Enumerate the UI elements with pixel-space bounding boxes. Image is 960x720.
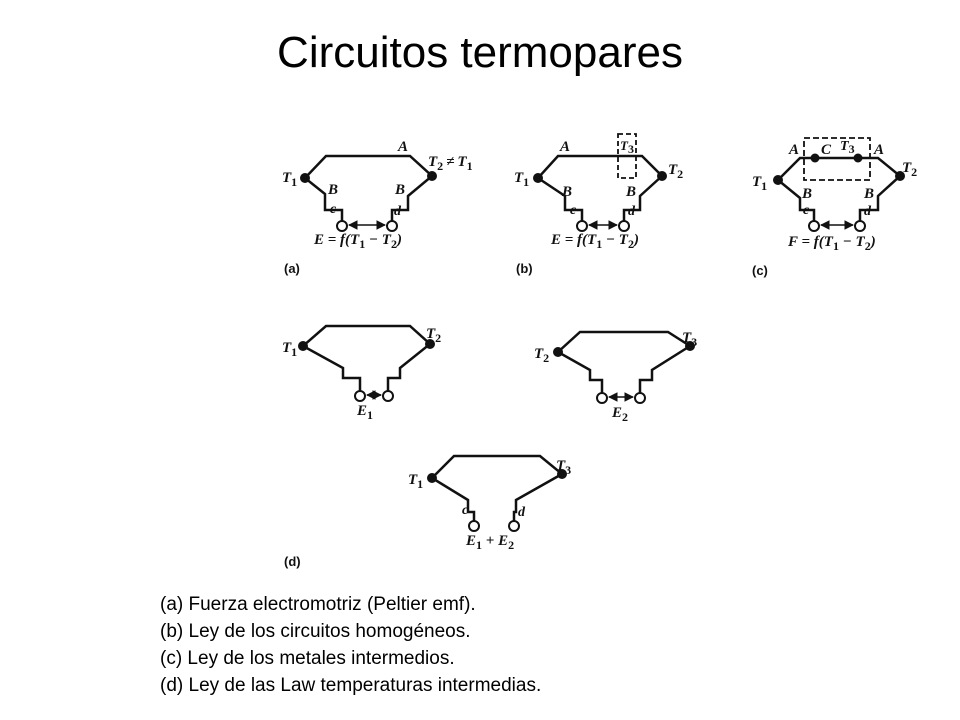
label-a-right-leg: B — [394, 182, 405, 198]
terminal-d2-left — [596, 392, 608, 404]
label-d3-emf: E1 + E2 — [465, 533, 514, 552]
junction-a-t1 — [300, 173, 310, 183]
circuit-c — [776, 156, 902, 230]
terminal-b-d — [618, 220, 630, 232]
label-c-emf: F = f(T1 − T2) — [787, 234, 876, 253]
terminal-c-d — [854, 220, 866, 232]
label-b-t1: T1 — [514, 170, 529, 189]
label-d2-t2: T2 — [534, 346, 549, 365]
label-d3-t3: T3 — [556, 458, 571, 477]
label-d2-emf: E2 — [611, 405, 628, 424]
label-b-emf: E = f(T1 − T2) — [550, 232, 639, 251]
label-b-left-leg: B — [561, 184, 572, 200]
terminal-c-c — [808, 220, 820, 232]
slide-title: Circuitos termopares — [277, 28, 683, 77]
circuit-a — [303, 154, 434, 230]
intermediate-metal-box-c — [803, 137, 871, 181]
label-c-left-leg: B — [801, 186, 812, 202]
label-c-right-leg: B — [863, 186, 874, 202]
circuit-d2 — [555, 330, 693, 402]
junction-b-t1 — [533, 173, 543, 183]
label-b-wire-top: A — [559, 139, 570, 155]
junction-c-t1 — [773, 175, 783, 185]
terminal-a-d — [386, 220, 398, 232]
label-c-wire-right: A — [873, 142, 884, 158]
panel-label-a: (a) — [284, 261, 300, 276]
junction-c-t3-left — [810, 153, 820, 163]
label-b-right-leg: B — [625, 184, 636, 200]
junction-d1-t2 — [425, 339, 435, 349]
label-c-wire-left: A — [788, 142, 799, 158]
label-d3-t1: T1 — [408, 472, 423, 491]
label-c-lead-c: c — [803, 203, 810, 218]
junction-d2-t3 — [685, 341, 695, 351]
terminal-d2-right — [634, 392, 646, 404]
junction-d1-t1 — [298, 341, 308, 351]
label-c-lead-d: d — [864, 204, 872, 219]
terminal-d1-left — [354, 390, 366, 402]
panel-label-b: (b) — [516, 261, 533, 276]
junction-a-t2 — [427, 171, 437, 181]
circuit-d1 — [300, 324, 432, 400]
label-a-emf: E = f(T1 − T2) — [313, 232, 402, 251]
terminal-d3-c — [468, 520, 480, 532]
label-a-left-leg: B — [327, 182, 338, 198]
terminal-a-c — [336, 220, 348, 232]
label-d1-t2: T2 — [426, 326, 441, 345]
label-c-t2: T2 — [902, 160, 917, 179]
label-d3-lead-d: d — [518, 505, 526, 520]
label-d2-t3: T3 — [682, 330, 697, 349]
panel-label-d: (d) — [284, 554, 301, 569]
label-b-lead-d: d — [628, 204, 636, 219]
junction-b-t2 — [657, 171, 667, 181]
label-d1-t1: T1 — [282, 340, 297, 359]
junction-c-t2 — [895, 171, 905, 181]
label-d3-lead-c: c — [462, 503, 469, 518]
t3-region-box-b — [617, 133, 637, 179]
junction-d3-t1 — [427, 473, 437, 483]
caption-b: (b) Ley de los circuitos homogéneos. — [160, 621, 471, 642]
terminal-d3-d — [508, 520, 520, 532]
terminal-b-c — [576, 220, 588, 232]
label-b-t2: T2 — [668, 162, 683, 181]
caption-list: (a) Fuerza electromotriz (Peltier emf). … — [160, 591, 541, 699]
label-b-t3: T3 — [620, 138, 634, 156]
label-a-t2: T2≠T1 — [428, 154, 473, 173]
label-c-t3: T3 — [840, 139, 855, 156]
label-a-lead-d: d — [394, 204, 402, 219]
label-a-lead-c: c — [330, 202, 337, 217]
panel-label-c: (c) — [752, 263, 768, 278]
label-a-t1: T1 — [282, 170, 297, 189]
junction-d3-t3 — [557, 469, 567, 479]
label-a-wire-top: A — [397, 139, 408, 155]
label-c-wire-mid: C — [821, 142, 832, 158]
junction-c-t3-right — [853, 153, 863, 163]
label-c-t1: T1 — [752, 174, 767, 193]
caption-a: (a) Fuerza electromotriz (Peltier emf). — [160, 594, 476, 615]
circuit-d3 — [429, 454, 565, 526]
terminal-d1-right — [382, 390, 394, 402]
label-d1-emf: E1 — [356, 403, 373, 422]
caption-c: (c) Ley de los metales intermedios. — [160, 648, 455, 669]
circuit-b — [536, 154, 664, 230]
caption-d: (d) Ley de las Law temperaturas intermed… — [160, 675, 542, 696]
junction-d2-t2 — [553, 347, 563, 357]
label-b-lead-c: c — [570, 203, 577, 218]
